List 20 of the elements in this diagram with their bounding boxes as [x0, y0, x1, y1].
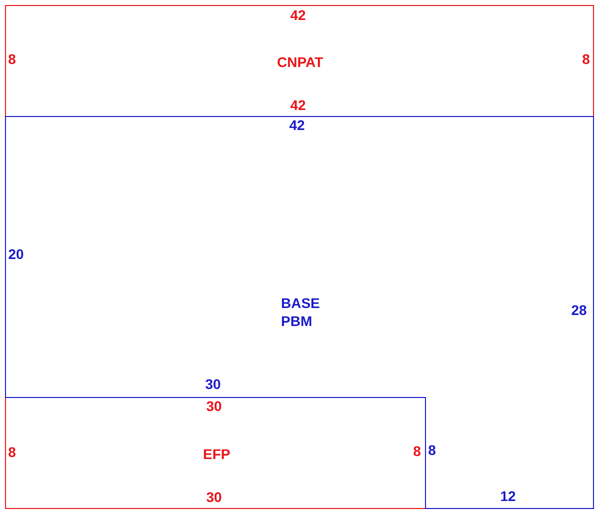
- region-label: EFP: [203, 445, 232, 463]
- dimension-value: 8: [428, 441, 436, 459]
- dimension-value: 42: [290, 6, 306, 24]
- region-label: CNPAT: [277, 53, 324, 71]
- rectangle-region: [5, 5, 594, 117]
- dimension-value: 30: [206, 488, 222, 506]
- dimension-value: 42: [289, 116, 305, 134]
- dimension-value: 8: [413, 442, 421, 460]
- rectangle-region: [5, 397, 426, 509]
- l-shaped-region: [5, 116, 594, 509]
- dimension-value: 20: [8, 245, 24, 263]
- dimension-value: 8: [8, 443, 16, 461]
- dimension-value: 30: [205, 375, 221, 393]
- dimension-value: 12: [500, 487, 516, 505]
- dimension-value: 30: [206, 397, 222, 415]
- dimension-value: 8: [8, 50, 16, 68]
- dimension-value: 28: [571, 301, 587, 319]
- dimension-value: 8: [582, 50, 590, 68]
- dimension-value: 42: [290, 96, 306, 114]
- region-label: BASE PBM: [281, 294, 321, 330]
